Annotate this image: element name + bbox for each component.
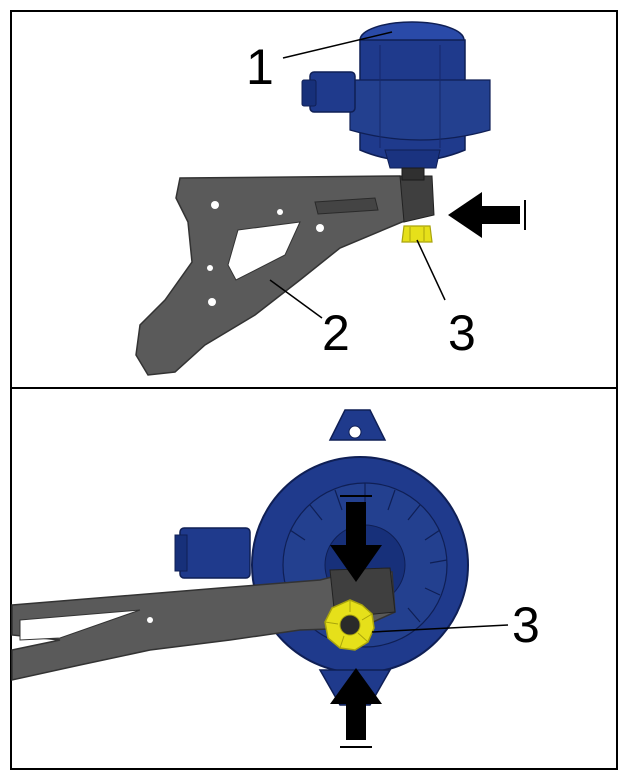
callout-3-top: 3 bbox=[448, 305, 476, 361]
control-arm-bottom bbox=[11, 567, 396, 681]
nut-top bbox=[401, 225, 433, 243]
arrow-icon bbox=[330, 495, 382, 582]
callout-1: 1 bbox=[246, 39, 274, 95]
nut-bottom bbox=[324, 599, 375, 651]
leader-line-2 bbox=[269, 279, 323, 319]
arrow-icon bbox=[330, 668, 382, 748]
control-arm-top bbox=[135, 175, 435, 376]
panel-divider bbox=[10, 387, 618, 389]
leader-line-3-top bbox=[416, 239, 446, 301]
actuator-top bbox=[301, 21, 491, 181]
illustration-frame bbox=[10, 10, 618, 770]
callout-2: 2 bbox=[322, 305, 350, 361]
arrow-icon bbox=[448, 192, 526, 238]
leader-line-1 bbox=[282, 31, 393, 59]
callout-3-bottom: 3 bbox=[512, 597, 540, 653]
leader-line-3-bottom bbox=[371, 624, 509, 633]
actuator-bottom bbox=[174, 409, 469, 706]
